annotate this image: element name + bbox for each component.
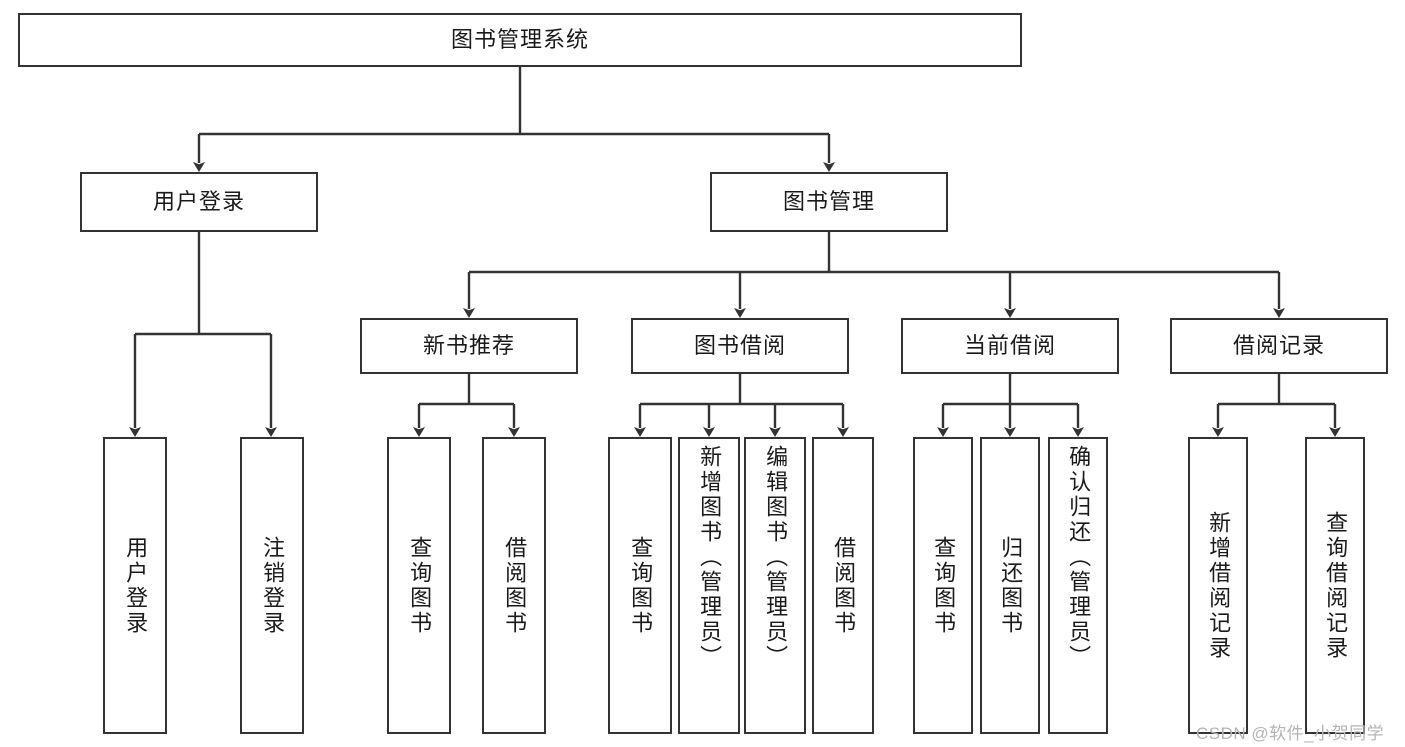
node-leaf-logout-login[interactable]: 注销登录 (240, 437, 304, 734)
node-label: 新增图书（管理员） (697, 445, 723, 670)
node-new-book-recommend[interactable]: 新书推荐 (360, 318, 578, 374)
node-current-borrow[interactable]: 当前借阅 (901, 318, 1119, 374)
node-label: 查询图书 (407, 535, 433, 636)
node-borrow-record[interactable]: 借阅记录 (1170, 318, 1388, 374)
node-leaf-add-book-admin[interactable]: 新增图书（管理员） (678, 437, 740, 734)
node-leaf-add-borrow-record[interactable]: 新增借阅记录 (1188, 437, 1248, 734)
node-leaf-query-book-2[interactable]: 查询图书 (608, 437, 672, 734)
node-leaf-edit-book-admin[interactable]: 编辑图书（管理员） (744, 437, 806, 734)
node-label: 图书管理系统 (450, 26, 589, 52)
node-label: 用户登录 (152, 188, 245, 214)
node-leaf-return-book[interactable]: 归还图书 (980, 437, 1040, 734)
node-label: 确认归还（管理员） (1066, 445, 1092, 670)
node-leaf-borrow-book-2[interactable]: 借阅图书 (812, 437, 874, 734)
node-label: 查询图书 (931, 535, 957, 636)
node-leaf-confirm-return-admin[interactable]: 确认归还（管理员） (1048, 437, 1108, 734)
node-label: 新书推荐 (422, 332, 515, 358)
node-label: 借阅图书 (502, 535, 528, 636)
node-label: 借阅图书 (831, 535, 857, 636)
node-label: 用户登录 (123, 535, 149, 636)
csdn-watermark: CSDN @软件_小贺同学 (1196, 724, 1385, 743)
node-user-login[interactable]: 用户登录 (80, 172, 318, 232)
node-label: 查询图书 (628, 535, 654, 636)
node-label: 图书借阅 (693, 332, 786, 358)
node-label: 编辑图书（管理员） (763, 445, 789, 670)
node-label: 新增借阅记录 (1206, 510, 1232, 661)
node-book-management[interactable]: 图书管理 (710, 172, 948, 232)
node-label: 注销登录 (260, 535, 286, 636)
node-leaf-user-login[interactable]: 用户登录 (103, 437, 167, 734)
node-leaf-query-book-1[interactable]: 查询图书 (387, 437, 451, 734)
node-label: 借阅记录 (1232, 332, 1325, 358)
node-label: 当前借阅 (963, 332, 1056, 358)
node-leaf-query-book-3[interactable]: 查询图书 (913, 437, 973, 734)
node-leaf-borrow-book-1[interactable]: 借阅图书 (482, 437, 546, 734)
node-system-title[interactable]: 图书管理系统 (18, 13, 1022, 67)
node-book-borrow[interactable]: 图书借阅 (631, 318, 849, 374)
node-label: 归还图书 (998, 535, 1024, 636)
node-label: 查询借阅记录 (1323, 510, 1349, 661)
node-leaf-query-borrow-record[interactable]: 查询借阅记录 (1305, 437, 1365, 734)
node-label: 图书管理 (782, 188, 875, 214)
